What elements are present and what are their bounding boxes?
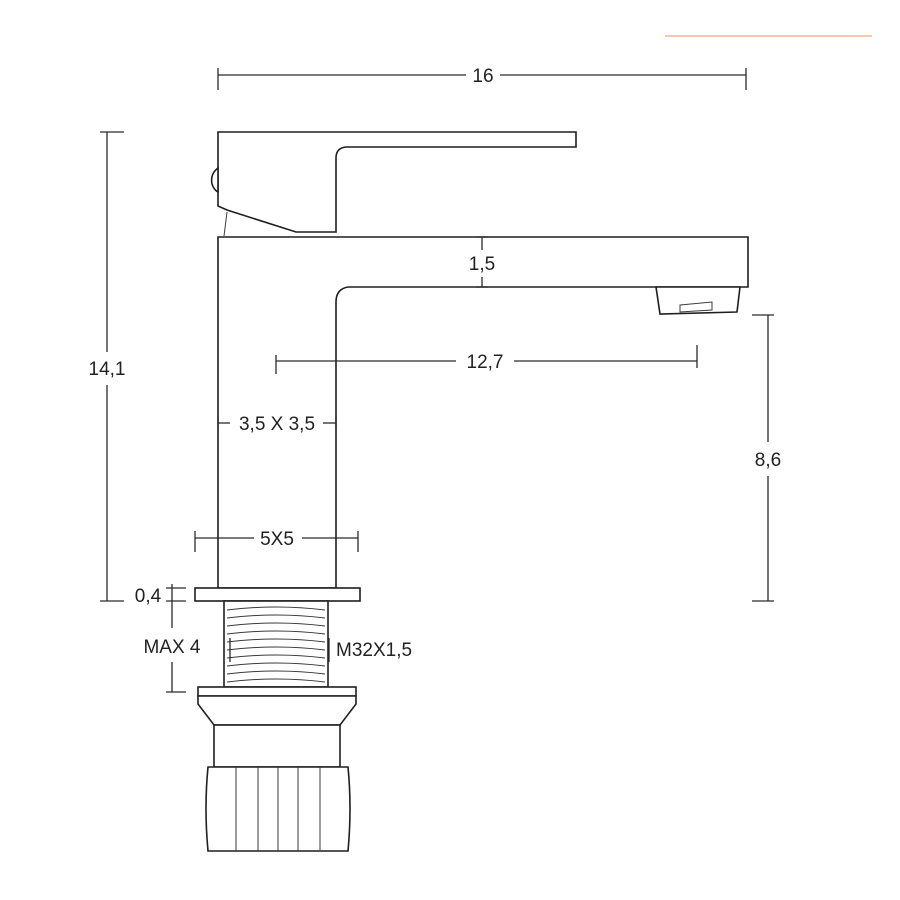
base-plate — [194, 587, 361, 602]
dim-overall-width: 16 — [217, 66, 747, 90]
dim-spout-reach: 12,7 — [275, 345, 698, 374]
label-spout-thickness: 1,5 — [469, 254, 495, 275]
aerator — [655, 286, 741, 315]
dim-spout-clearance: 8,6 — [752, 314, 781, 602]
label-max-deck: MAX 4 — [143, 637, 200, 658]
lever-knob — [210, 166, 219, 194]
dim-max-deck: MAX 4 — [143, 605, 201, 693]
faucet-outline — [194, 131, 749, 852]
knurl-lines — [235, 767, 321, 851]
label-base-section: 5X5 — [260, 529, 294, 550]
nut-body — [213, 724, 341, 768]
label-thread: M32X1,5 — [336, 640, 412, 661]
label-body-section: 3,5 X 3,5 — [239, 414, 315, 435]
lever-joint — [223, 211, 228, 237]
label-base-plate: 0,4 — [135, 586, 162, 607]
label-overall-width: 16 — [472, 66, 493, 87]
aerator-slot — [679, 301, 713, 313]
lever-handle — [217, 131, 577, 233]
dim-thread: M32X1,5 — [229, 638, 412, 662]
label-spout-reach: 12,7 — [467, 352, 504, 373]
threaded-shank — [223, 600, 329, 688]
dim-body-section: 3,5 X 3,5 — [217, 414, 337, 435]
dim-overall-height: 14,1 — [89, 131, 126, 602]
label-overall-height: 14,1 — [89, 359, 126, 380]
dim-base-plate: 0,4 — [135, 584, 186, 607]
thread-lines — [226, 606, 326, 683]
nut-taper — [197, 695, 357, 726]
label-spout-clearance: 8,6 — [755, 450, 781, 471]
dim-base-section: 5X5 — [194, 529, 359, 552]
nut-washer — [197, 686, 357, 697]
dim-spout-thickness: 1,5 — [469, 236, 495, 288]
